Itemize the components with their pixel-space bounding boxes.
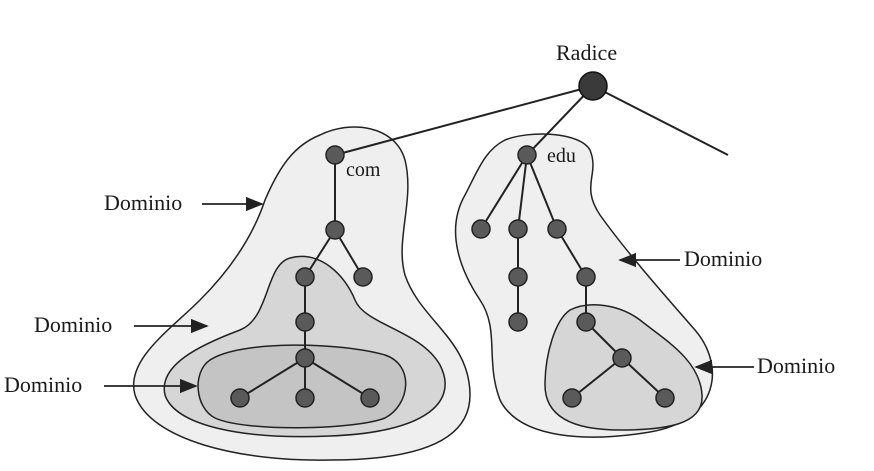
tree-node xyxy=(295,388,315,408)
edu-nodes xyxy=(471,145,675,408)
domain-label: Dominio xyxy=(4,372,82,397)
domain-label: Dominio xyxy=(684,246,762,271)
tree-node xyxy=(508,312,528,332)
root-label: Radice xyxy=(556,40,617,65)
tree-node xyxy=(562,388,582,408)
tree-node xyxy=(508,267,528,287)
tree-node xyxy=(471,219,491,239)
tree-node xyxy=(655,388,675,408)
callout-edu-outer: Dominio xyxy=(618,246,762,271)
tree-node xyxy=(295,312,315,332)
domain-label: Dominio xyxy=(757,353,835,378)
tree-node xyxy=(360,388,380,408)
tree-node xyxy=(612,348,632,368)
tree-node xyxy=(576,312,596,332)
tree-node xyxy=(547,219,567,239)
tree-node xyxy=(295,267,315,287)
tree-node xyxy=(576,267,596,287)
edu-node xyxy=(517,145,537,165)
callout-com-outer: Dominio xyxy=(104,190,264,215)
com-label: com xyxy=(346,159,381,181)
com-node xyxy=(325,145,345,165)
callout-edu-inner: Dominio xyxy=(694,353,835,378)
root-node xyxy=(578,71,608,101)
tree-node xyxy=(508,219,528,239)
callout-com-inner: Dominio xyxy=(4,372,198,397)
edu-label: edu xyxy=(547,145,576,167)
callout-com-middle: Dominio xyxy=(34,312,209,337)
tree-node xyxy=(295,348,315,368)
com-inner-domain-region xyxy=(197,344,407,429)
tree-node xyxy=(353,267,373,287)
tree-node xyxy=(230,388,250,408)
com-nodes xyxy=(230,145,380,408)
tree-node xyxy=(325,220,345,240)
domain-label: Dominio xyxy=(104,190,182,215)
domain-label: Dominio xyxy=(34,312,112,337)
